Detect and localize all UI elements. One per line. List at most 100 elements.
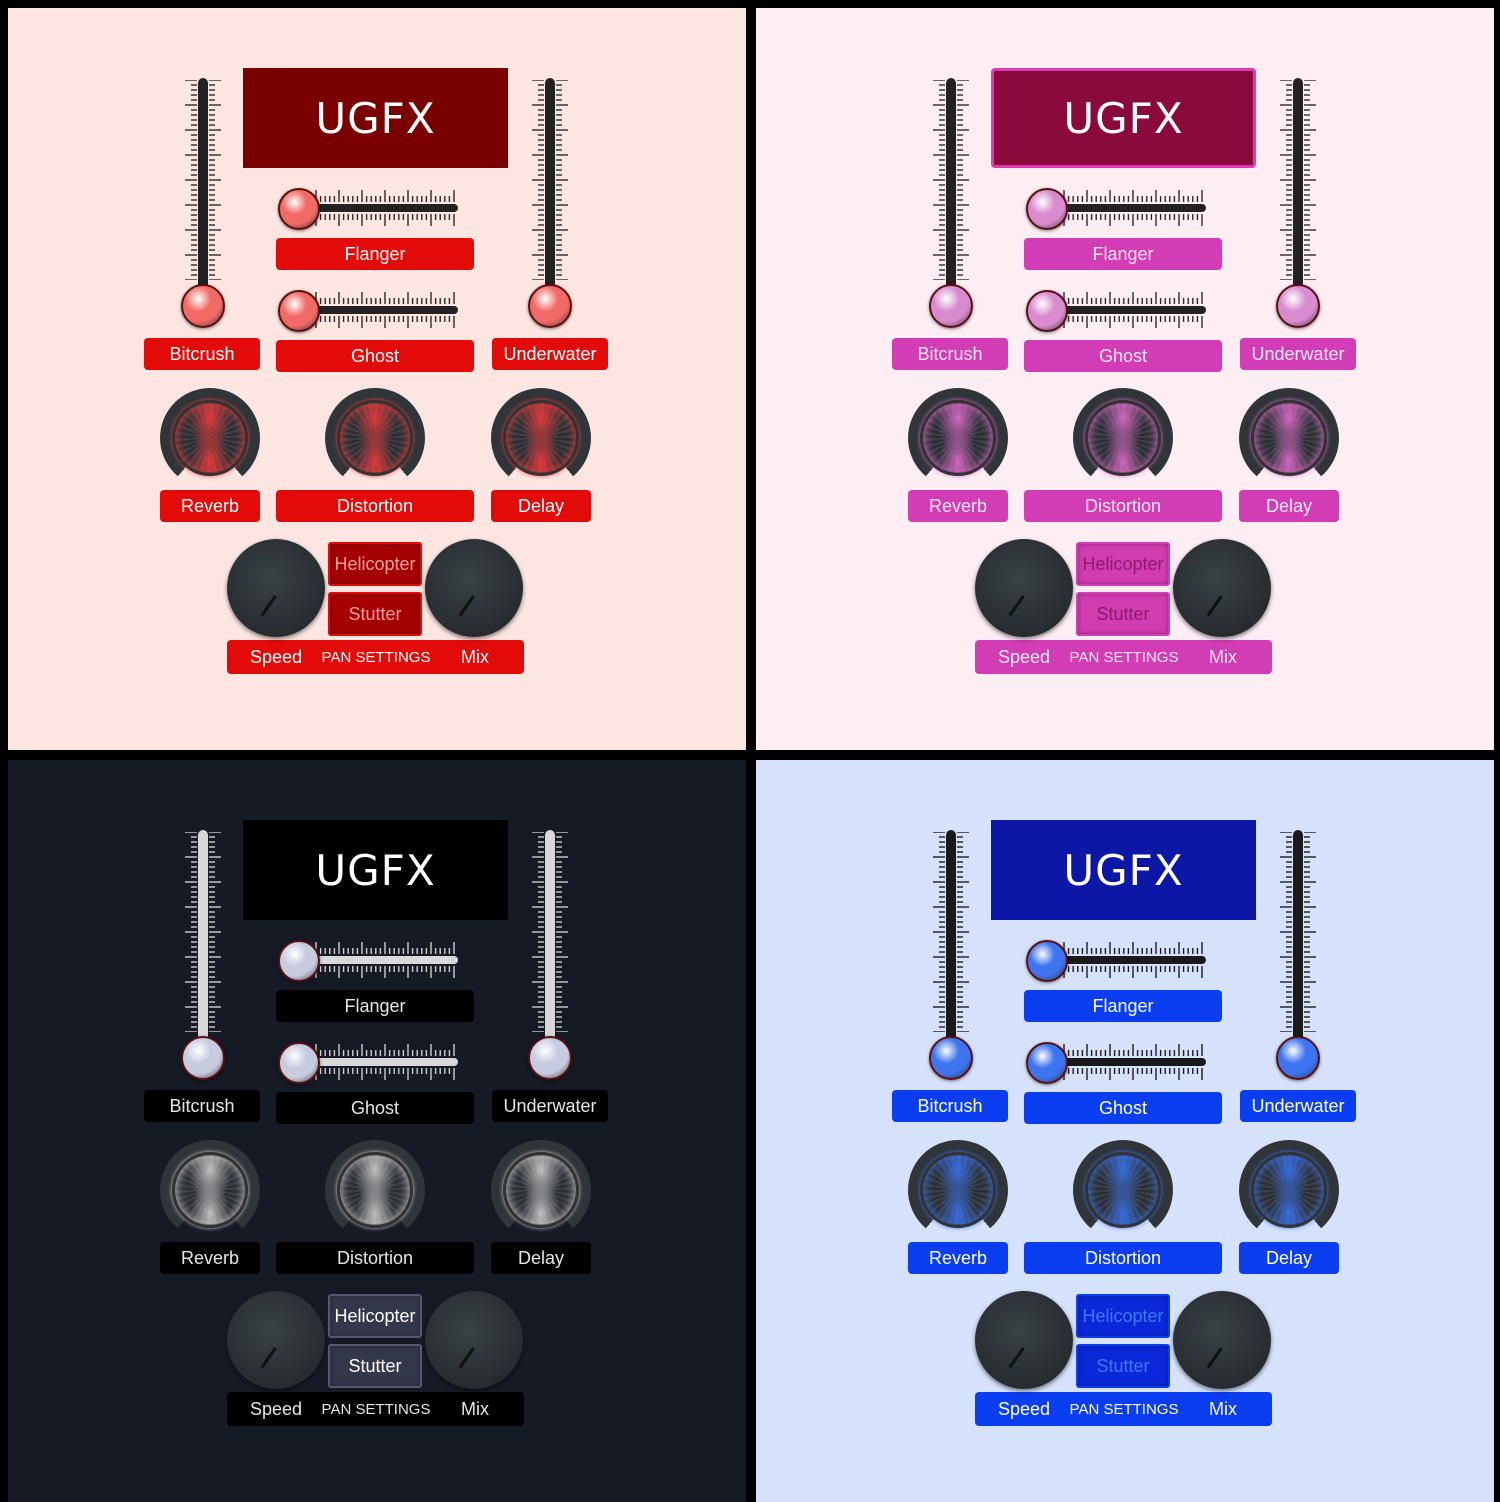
stutter-button[interactable]: Stutter <box>1076 592 1170 636</box>
helicopter-button[interactable]: Helicopter <box>328 542 422 586</box>
vertical-slider-ticks-underwater <box>1280 832 1316 1032</box>
knob-reverb-highlight <box>176 1156 244 1224</box>
vertical-slider-track-bitcrush[interactable] <box>946 78 956 298</box>
mix-knob[interactable] <box>1173 539 1271 637</box>
stutter-button[interactable]: Stutter <box>328 592 422 636</box>
knob-label-delay: Delay <box>1239 490 1339 522</box>
horizontal-slider-thumb-ghost[interactable] <box>278 290 320 332</box>
horizontal-slider-thumb-ghost[interactable] <box>1026 1042 1068 1084</box>
knob-label-reverb: Reverb <box>908 1242 1008 1274</box>
speed-label: Speed <box>997 1398 1051 1419</box>
horizontal-slider-ticks-ghost <box>315 292 455 328</box>
mix-label: Mix <box>1209 1398 1237 1419</box>
vertical-slider-thumb-underwater[interactable] <box>1276 1036 1320 1080</box>
horizontal-slider-thumb-flanger[interactable] <box>278 940 320 982</box>
speed-knob[interactable] <box>975 1291 1073 1389</box>
knob-label-distortion: Distortion <box>276 1242 474 1274</box>
helicopter-button[interactable]: Helicopter <box>1076 542 1170 586</box>
vertical-slider-thumb-bitcrush[interactable] <box>181 284 225 328</box>
horizontal-slider-thumb-ghost[interactable] <box>278 1042 320 1084</box>
knob-distortion-highlight <box>1089 1156 1157 1224</box>
vertical-slider-ticks-bitcrush <box>185 832 221 1032</box>
mix-knob[interactable] <box>425 539 523 637</box>
vertical-slider-label-underwater: Underwater <box>492 338 608 370</box>
knob-delay-highlight <box>507 404 575 472</box>
knob-delay-highlight <box>507 1156 575 1224</box>
horizontal-slider-ticks-ghost <box>315 1044 455 1080</box>
horizontal-slider-track-flanger[interactable] <box>298 956 458 964</box>
knob-label-reverb: Reverb <box>908 490 1008 522</box>
vertical-slider-ticks-bitcrush <box>185 80 221 280</box>
knob-delay-highlight <box>1255 404 1323 472</box>
stutter-button[interactable]: Stutter <box>328 1344 422 1388</box>
vertical-slider-track-bitcrush[interactable] <box>198 78 208 298</box>
vertical-slider-thumb-underwater[interactable] <box>528 284 572 328</box>
mix-label: Mix <box>461 1398 489 1419</box>
knob-label-distortion: Distortion <box>276 490 474 522</box>
horizontal-slider-track-ghost[interactable] <box>1046 306 1206 314</box>
knob-reverb-highlight <box>176 404 244 472</box>
app-title: UGFX <box>243 68 508 168</box>
horizontal-slider-thumb-flanger[interactable] <box>1026 940 1068 982</box>
vertical-slider-thumb-bitcrush[interactable] <box>181 1036 225 1080</box>
knob-label-delay: Delay <box>491 1242 591 1274</box>
vertical-slider-track-underwater[interactable] <box>1293 830 1303 1050</box>
pan-settings-bar <box>975 640 1272 674</box>
helicopter-button[interactable]: Helicopter <box>328 1294 422 1338</box>
horizontal-slider-track-ghost[interactable] <box>1046 1058 1206 1066</box>
slider-label-flanger: Flanger <box>276 238 474 270</box>
helicopter-button[interactable]: Helicopter <box>1076 1294 1170 1338</box>
vertical-slider-track-underwater[interactable] <box>545 830 555 1050</box>
pan-settings-bar <box>227 1392 524 1426</box>
knob-label-distortion: Distortion <box>1024 490 1222 522</box>
slider-label-ghost: Ghost <box>276 340 474 372</box>
pan-settings-label: PAN SETTINGS <box>1069 1400 1179 1418</box>
vertical-slider-track-bitcrush[interactable] <box>198 830 208 1050</box>
knob-label-delay: Delay <box>1239 1242 1339 1274</box>
horizontal-slider-ticks-flanger <box>1063 942 1203 978</box>
pan-settings-label: PAN SETTINGS <box>1069 648 1179 666</box>
vertical-slider-thumb-bitcrush[interactable] <box>929 1036 973 1080</box>
horizontal-slider-track-flanger[interactable] <box>298 204 458 212</box>
horizontal-slider-track-ghost[interactable] <box>298 306 458 314</box>
app-title: UGFX <box>243 820 508 920</box>
knob-label-distortion: Distortion <box>1024 1242 1222 1274</box>
horizontal-slider-thumb-flanger[interactable] <box>1026 188 1068 230</box>
horizontal-slider-thumb-flanger[interactable] <box>278 188 320 230</box>
pan-settings-bar <box>975 1392 1272 1426</box>
vertical-slider-track-bitcrush[interactable] <box>946 830 956 1050</box>
app-title: UGFX <box>991 820 1256 920</box>
vertical-slider-thumb-underwater[interactable] <box>528 1036 572 1080</box>
vertical-slider-label-bitcrush: Bitcrush <box>144 338 260 370</box>
speed-knob[interactable] <box>227 539 325 637</box>
vertical-slider-thumb-bitcrush[interactable] <box>929 284 973 328</box>
horizontal-slider-track-flanger[interactable] <box>1046 204 1206 212</box>
mix-knob[interactable] <box>425 1291 523 1389</box>
mix-knob[interactable] <box>1173 1291 1271 1389</box>
horizontal-slider-track-flanger[interactable] <box>1046 956 1206 964</box>
knob-distortion-highlight <box>341 404 409 472</box>
vertical-slider-ticks-bitcrush <box>933 80 969 280</box>
slider-label-flanger: Flanger <box>1024 990 1222 1022</box>
horizontal-slider-ticks-flanger <box>1063 190 1203 226</box>
vertical-slider-track-underwater[interactable] <box>545 78 555 298</box>
vertical-slider-thumb-underwater[interactable] <box>1276 284 1320 328</box>
stutter-button[interactable]: Stutter <box>1076 1344 1170 1388</box>
horizontal-slider-ticks-flanger <box>315 190 455 226</box>
vertical-slider-track-underwater[interactable] <box>1293 78 1303 298</box>
horizontal-slider-thumb-ghost[interactable] <box>1026 290 1068 332</box>
app-title: UGFX <box>991 68 1256 168</box>
horizontal-slider-track-ghost[interactable] <box>298 1058 458 1066</box>
slider-label-ghost: Ghost <box>1024 340 1222 372</box>
horizontal-slider-ticks-flanger <box>315 942 455 978</box>
vertical-slider-ticks-underwater <box>532 80 568 280</box>
pan-settings-bar <box>227 640 524 674</box>
slider-label-flanger: Flanger <box>276 990 474 1022</box>
speed-label: Speed <box>249 646 303 667</box>
speed-knob[interactable] <box>227 1291 325 1389</box>
vertical-slider-label-bitcrush: Bitcrush <box>892 338 1008 370</box>
speed-knob[interactable] <box>975 539 1073 637</box>
